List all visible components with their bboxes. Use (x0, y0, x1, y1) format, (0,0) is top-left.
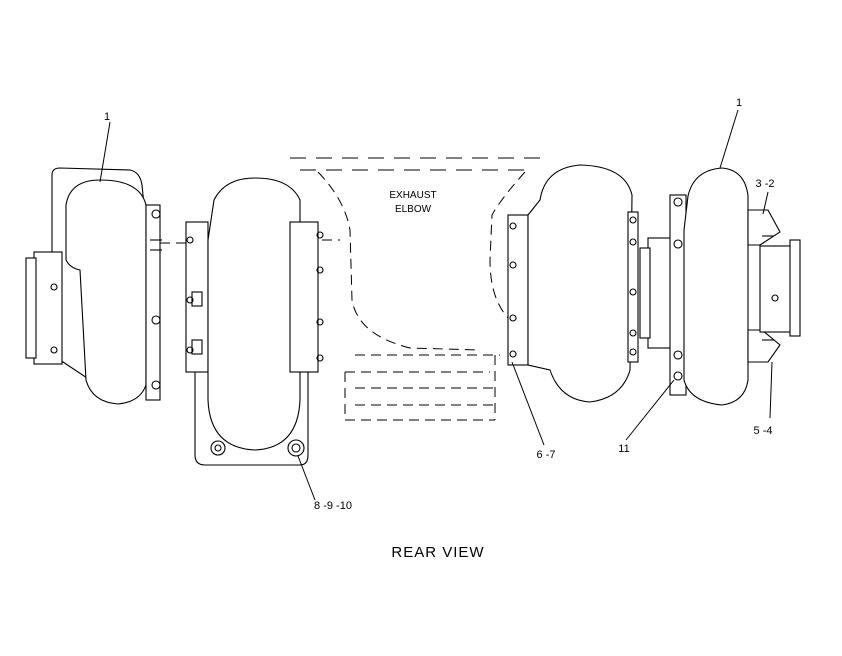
callout-11: 11 (618, 443, 629, 455)
callout-right-turbo: 1 (736, 97, 742, 109)
note-elbow: ELBOW (395, 204, 432, 215)
callout-5-4: 5 -4 (754, 425, 773, 437)
right-turbocharger (639, 167, 801, 406)
callout-6-7: 6 -7 (537, 449, 556, 461)
left-turbocharger (25, 167, 190, 405)
callout-left-turbo: 1 (104, 111, 110, 123)
diagram-caption: REAR VIEW (391, 544, 484, 561)
center-right-housing (507, 164, 639, 403)
callout-3-2: 3 -2 (756, 178, 775, 190)
callout-8-9-10: 8 -9 -10 (314, 500, 352, 512)
center-left-housing (185, 177, 340, 466)
exhaust-elbow-phantom (290, 157, 540, 421)
leader-lines (99, 109, 773, 501)
note-exhaust: EXHAUST (389, 190, 436, 201)
